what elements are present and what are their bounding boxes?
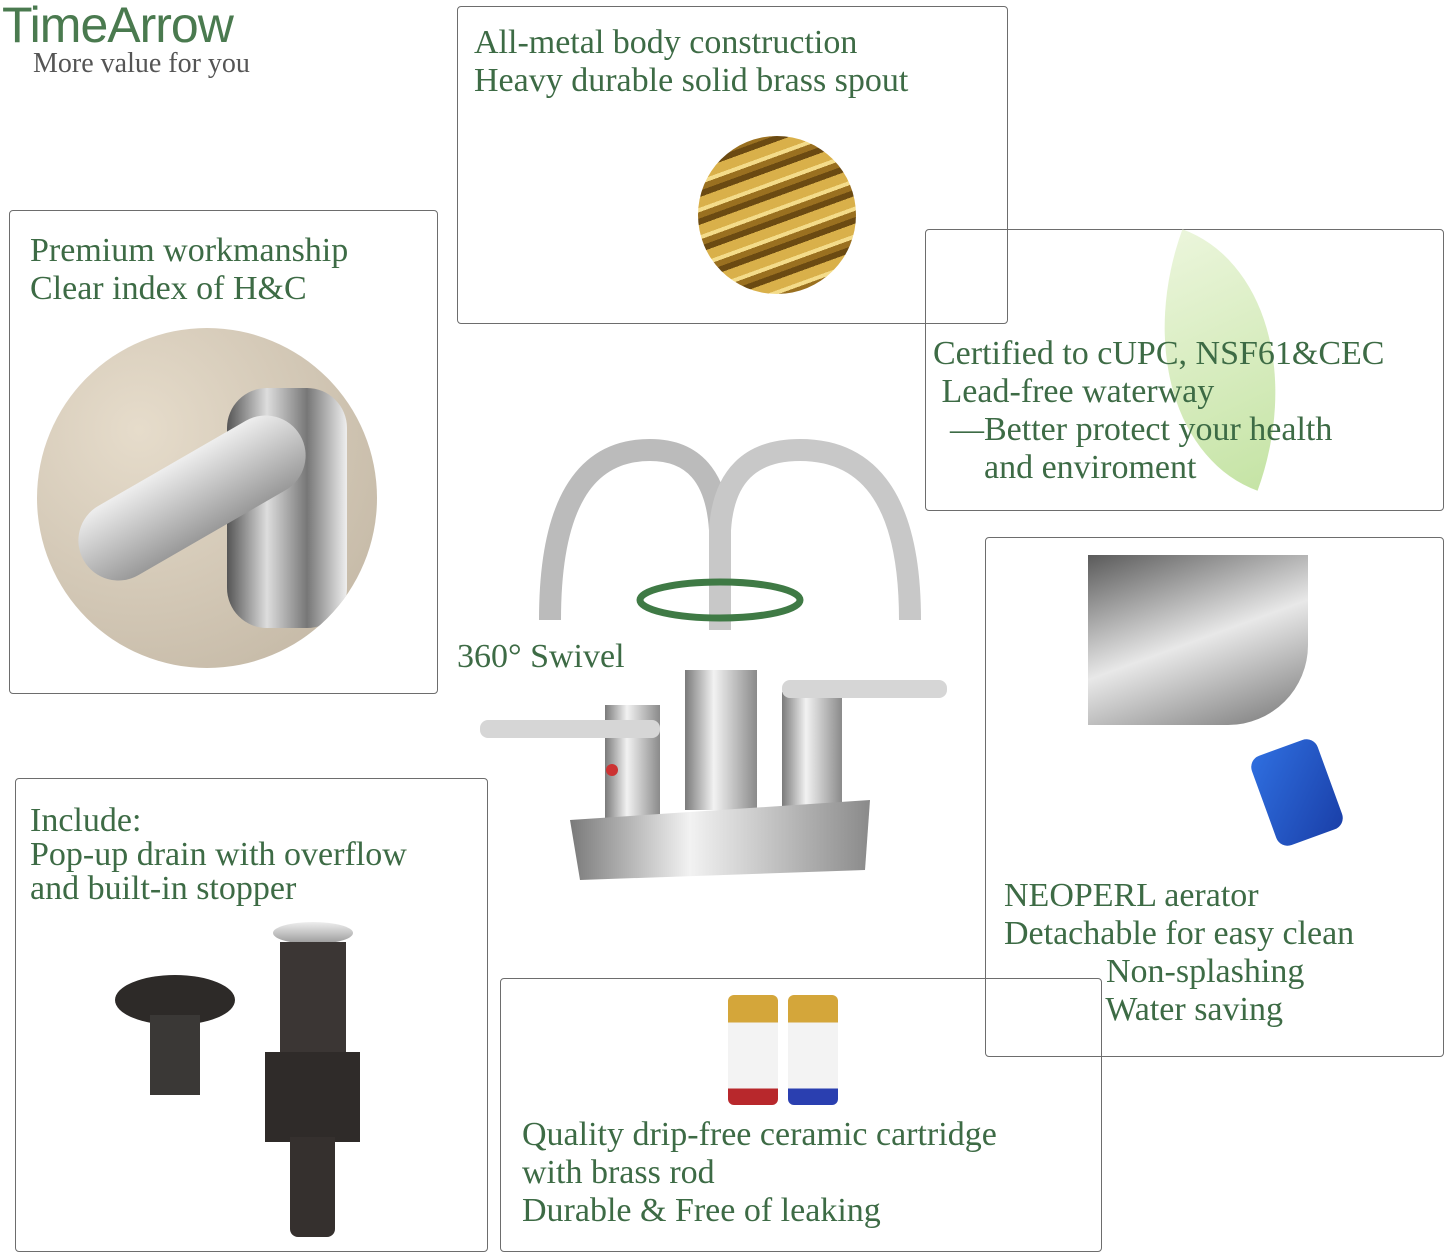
cartridge-cold-image: [788, 995, 838, 1105]
feature-cartridge-line-2: with brass rod: [522, 1154, 715, 1191]
feature-drain-line-1: Include:: [30, 802, 142, 839]
feature-swivel: 360° Swivel: [457, 638, 625, 675]
feature-box-drain: [15, 778, 488, 1252]
feature-drain-line-3: and built-in stopper: [30, 870, 297, 907]
feature-body-line-2: Heavy durable solid brass spout: [474, 62, 909, 99]
faucet-image: [480, 438, 947, 880]
brand-logo: TimeArrow: [2, 0, 234, 53]
feature-handle-line-2: Clear index of H&C: [30, 270, 307, 307]
feature-cert-line-3: —Better protect your health: [933, 411, 1333, 448]
feature-aerator-line-4: Water saving: [1004, 991, 1283, 1028]
feature-aerator-line-1: NEOPERL aerator: [1004, 877, 1259, 914]
feature-cert-line-1: Certified to cUPC, NSF61&CEC: [933, 335, 1385, 372]
feature-cartridge-line-1: Quality drip-free ceramic cartridge: [522, 1116, 997, 1153]
feature-box-cartridge: [500, 978, 1102, 1252]
aerator-spout-image: [1088, 555, 1308, 725]
brand-slogan: More value for you: [33, 48, 250, 79]
feature-handle-line-1: Premium workmanship: [30, 232, 349, 269]
swivel-arrow-icon: [636, 578, 804, 622]
feature-drain-line-2: Pop-up drain with overflow: [30, 836, 407, 873]
feature-aerator-line-2: Detachable for easy clean: [1004, 915, 1355, 952]
feature-cert-line-4: and enviroment: [933, 449, 1197, 486]
feature-box-aerator: [985, 537, 1444, 1057]
feature-body-line-1: All-metal body construction: [474, 24, 858, 61]
feature-aerator-line-3: Non-splashing: [1004, 953, 1305, 990]
feature-box-body: [457, 6, 1008, 324]
drain-stopper-image: [115, 975, 235, 1105]
feature-cert-line-2: Lead-free waterway: [933, 373, 1215, 410]
feature-cartridge-line-3: Durable & Free of leaking: [522, 1192, 881, 1229]
handle-closeup-image: [37, 328, 377, 668]
feature-box-handle: [9, 210, 438, 694]
cartridge-hot-image: [728, 995, 778, 1105]
brass-rods-image: [698, 136, 856, 294]
drain-body-image: [265, 922, 360, 1237]
